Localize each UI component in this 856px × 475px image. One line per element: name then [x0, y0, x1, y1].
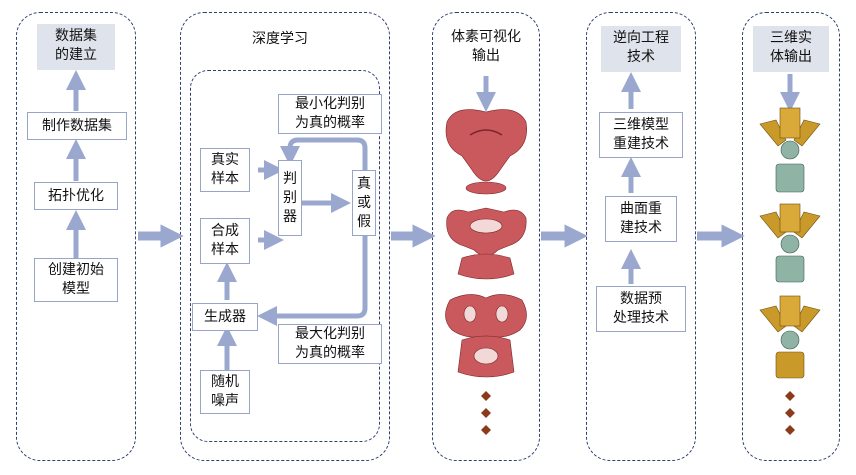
- dataset-panel-title: 数据集 的建立: [37, 24, 115, 70]
- voxel-shape-1: [445, 109, 527, 195]
- voxel-output-title: 体素可视化 输出: [442, 28, 530, 66]
- solid-shape-3: [759, 295, 821, 379]
- reverse-engineering-title: 逆向工程 技术: [601, 26, 681, 72]
- voxel-shape-3: [445, 294, 527, 378]
- panel-dataset: [16, 12, 136, 461]
- ellipsis-dots-solid: [785, 391, 795, 435]
- step-surface-reconstruction: 曲面重 建技术: [605, 196, 677, 242]
- ellipsis-dots-voxel: [481, 391, 491, 435]
- voxel-shape-2: [446, 207, 527, 280]
- random-noise-box: 随机 噪声: [200, 370, 250, 414]
- step-make-dataset: 制作数据集: [27, 112, 127, 140]
- solid-shape-2: [759, 203, 821, 283]
- discriminator-box: 判 别 器: [278, 160, 302, 236]
- panel-inner-gan: [190, 70, 380, 442]
- step-data-preprocessing: 数据预 处理技术: [596, 286, 686, 332]
- step-create-initial-model: 创建初始 模型: [34, 258, 118, 302]
- true-or-false-box: 真 或 假: [352, 170, 376, 236]
- step-3d-model-reconstruction: 三维模型 重建技术: [599, 112, 683, 158]
- solid-shape-1: [759, 107, 821, 193]
- minimize-label: 最小化判别 为真的概率: [278, 94, 382, 134]
- deep-learning-title: 深度学习: [230, 30, 330, 49]
- maximize-label: 最大化判别 为真的概率: [278, 324, 382, 364]
- step-topology-optimization: 拓扑优化: [34, 182, 118, 210]
- real-samples-box: 真实 样本: [200, 148, 250, 192]
- solid-output-title: 三维实 体输出: [753, 26, 829, 72]
- generator-box: 生成器: [192, 303, 258, 331]
- fake-samples-box: 合成 样本: [200, 218, 250, 264]
